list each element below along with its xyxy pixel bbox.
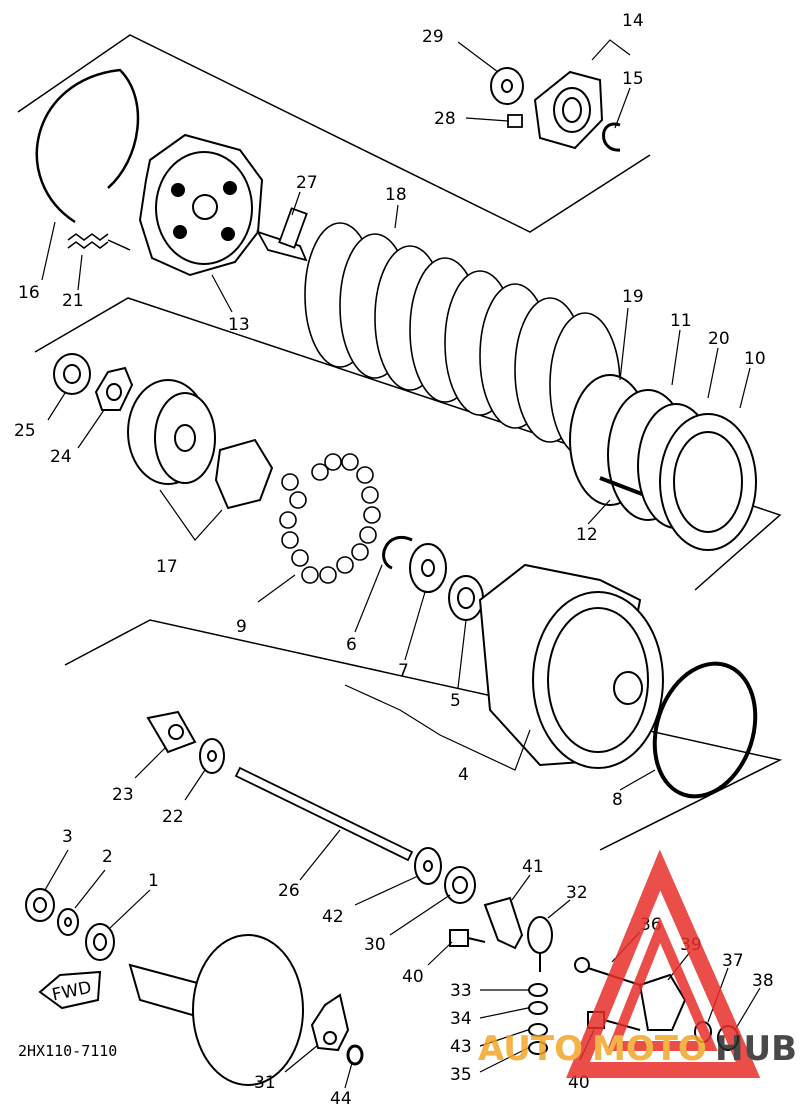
damper-bolt-part (599, 476, 643, 496)
washer-42-part (414, 847, 442, 885)
push-rod-part (234, 766, 414, 862)
callout-40a: 40 (402, 967, 424, 987)
callout-35: 35 (450, 1065, 472, 1085)
watermark-part1: AUTO (478, 1029, 583, 1069)
callout-5: 5 (450, 691, 461, 711)
nut-25-part (53, 353, 91, 395)
callout-20: 20 (708, 329, 730, 349)
push-piece-part (256, 207, 308, 262)
push-rod-end-part (146, 710, 197, 754)
washer-22-part (199, 738, 225, 774)
screw-part (507, 114, 523, 128)
callout-23: 23 (112, 785, 134, 805)
callout-9: 9 (236, 617, 247, 637)
group-boundaries (17, 34, 783, 851)
callout-43: 43 (450, 1037, 472, 1057)
callout-26: 26 (278, 881, 300, 901)
callout-3: 3 (62, 827, 73, 847)
callout-25: 25 (14, 421, 36, 441)
callout-21: 21 (62, 291, 84, 311)
clutch-plate-stack-part (304, 222, 621, 458)
primary-driven-gear-part (127, 379, 274, 510)
lever-31-part (310, 993, 350, 1052)
callout-42: 42 (322, 907, 344, 927)
callout-38: 38 (752, 971, 774, 991)
cable-holder-32-part (527, 916, 553, 972)
callout-27: 27 (296, 173, 318, 193)
callout-32: 32 (566, 883, 588, 903)
callout-41: 41 (522, 857, 544, 877)
seal-30-part (444, 866, 476, 904)
callout-24: 24 (50, 447, 72, 467)
callout-13: 13 (228, 315, 250, 335)
circlip-6-part (382, 536, 413, 570)
callout-16: 16 (18, 283, 40, 303)
watermark-logo: AUTO MOTO HUB (478, 849, 797, 1078)
callout-31: 31 (254, 1073, 276, 1093)
primary-drive-gear-part (85, 923, 115, 961)
pressure-plate-part (138, 133, 264, 277)
callout-19: 19 (622, 287, 644, 307)
callout-2: 2 (102, 847, 113, 867)
callout-14: 14 (622, 11, 644, 31)
steel-balls-part (279, 453, 381, 584)
callout-7: 7 (398, 661, 409, 681)
thrust-washer-7-part (409, 543, 447, 593)
crankshaft-part (128, 934, 304, 1086)
callout-1: 1 (148, 871, 159, 891)
callout-18: 18 (385, 185, 407, 205)
callout-37: 37 (722, 951, 744, 971)
callout-33: 33 (450, 981, 472, 1001)
bearing-5-part (448, 575, 484, 621)
callout-22: 22 (162, 807, 184, 827)
spring-part (67, 233, 131, 251)
diagram-code: 2HX110-7110 (18, 1042, 117, 1060)
lock-washer-part (94, 366, 134, 411)
callout-labels: 29 14 15 28 27 18 16 21 13 19 11 20 10 2… (14, 11, 774, 1109)
watermark-part3: HUB (715, 1029, 797, 1069)
callout-11: 11 (670, 311, 692, 331)
bearing-part (490, 67, 524, 105)
callout-10: 10 (744, 349, 766, 369)
circlip-44-part (346, 1044, 364, 1066)
callout-15: 15 (622, 69, 644, 89)
damper-plates-part (569, 374, 757, 551)
clutch-housing-part (478, 563, 664, 769)
callout-34: 34 (450, 1009, 472, 1029)
o-ring-part (652, 661, 758, 799)
callout-12: 12 (576, 525, 598, 545)
bracket-39-part (638, 973, 687, 1031)
fwd-arrow: FWD (38, 970, 102, 1010)
callout-6: 6 (346, 635, 357, 655)
callout-8: 8 (612, 790, 623, 810)
bracket-41-part (483, 896, 524, 950)
callout-44: 44 (330, 1089, 352, 1109)
circlip-part (602, 122, 621, 152)
bolt-40-part (449, 929, 486, 947)
nut-3-part (25, 888, 55, 922)
washers-33-34-43-part (528, 983, 548, 1055)
callout-30: 30 (364, 935, 386, 955)
watermark-part2: MOTO (592, 1029, 707, 1069)
wire-ring-part (35, 68, 140, 224)
callout-17: 17 (156, 557, 178, 577)
callout-29: 29 (422, 27, 444, 47)
callout-28: 28 (434, 109, 456, 129)
bearing-housing-part (533, 70, 604, 150)
washer-2-part (57, 908, 79, 936)
callout-4: 4 (458, 765, 469, 785)
